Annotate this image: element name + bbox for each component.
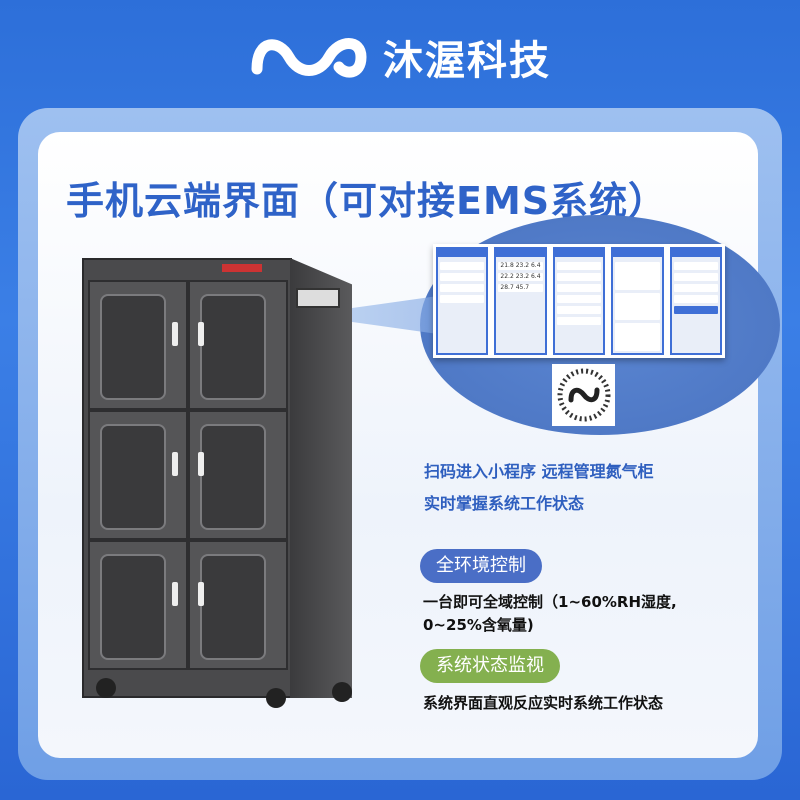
feature-text-environment-2: 0~25%含氧量) [423, 616, 534, 634]
control-panel [296, 288, 340, 308]
logo-icon [251, 38, 367, 78]
nitrogen-cabinet-image [82, 258, 352, 718]
app-screenshots: 21.8 23.2 6.4 22.2 23.2 6.4 28.7 45.7 [433, 244, 725, 358]
phone-screen-charts [611, 247, 664, 355]
page-title: 手机云端界面（可对接EMS系统） [66, 179, 668, 223]
description-line-1: 扫码进入小程序 远程管理氮气柜 [424, 462, 654, 481]
description-line-2: 实时掌握系统工作状态 [424, 494, 585, 513]
brand-header: 沐渥科技 [0, 22, 800, 92]
phone-screen-config [669, 247, 723, 355]
phone-screen-home [436, 247, 489, 355]
phone-screen-settings [552, 247, 606, 355]
feature-text-environment-1: 一台即可全域控制（1~60%RH湿度, [423, 593, 677, 611]
mini-program-qr-code[interactable] [552, 364, 615, 426]
feature-text-monitoring: 系统界面直观反应实时系统工作状态 [423, 694, 664, 712]
phone-screen-readings: 21.8 23.2 6.4 22.2 23.2 6.4 28.7 45.7 [494, 247, 547, 355]
brand-name: 沐渥科技 [383, 38, 551, 84]
feature-badge-environment: 全环境控制 [420, 549, 542, 583]
feature-badge-monitoring: 系统状态监视 [420, 649, 560, 683]
qr-logo-icon [557, 368, 610, 422]
